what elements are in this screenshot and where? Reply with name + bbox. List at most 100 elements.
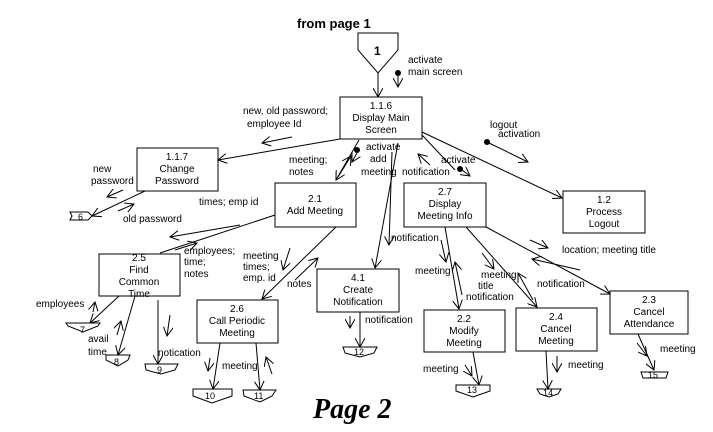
from-page-title: from page 1 [297,16,371,31]
svg-text:14: 14 [543,388,553,398]
process-1-2[interactable]: 1.2 Process Logout [562,190,646,234]
flow-line [441,239,446,262]
process-2-2[interactable]: 2.2 Modify Meeting [423,309,506,353]
offpage-connector-13: 13 [455,384,491,398]
flow-line [637,333,654,370]
control-flow-dot [395,70,401,76]
svg-text:2.7: 2.7 [438,187,452,198]
label-notification: notification [391,233,439,244]
process-2-6[interactable]: 2.6 Call Periodic Meeting [196,299,279,344]
svg-text:1.1.6: 1.1.6 [370,101,393,112]
flow-line [90,295,120,323]
process-2-7[interactable]: 2.7 Display Meeting Info [403,182,487,228]
label-activate-main-1: activate [408,55,443,66]
svg-text:11: 11 [254,391,263,401]
svg-text:Password: Password [155,176,199,187]
control-flow-dot [484,139,490,145]
label-new-old-password: new, old password; [243,106,328,117]
svg-text:Find: Find [129,265,148,276]
label-meeting: meeting [660,344,696,355]
svg-text:13: 13 [467,385,477,395]
svg-text:2.5: 2.5 [132,253,146,264]
svg-text:7: 7 [80,325,85,335]
svg-text:2.6: 2.6 [230,304,244,315]
flow-line [283,247,290,270]
flow-line [174,243,197,250]
flow-line [107,190,124,197]
process-2-5[interactable]: 2.5 Find Common Time [98,253,181,300]
svg-text:2.2: 2.2 [457,314,471,325]
label-time: time; [184,257,206,268]
svg-text:Time: Time [128,289,150,300]
svg-text:Cancel: Cancel [633,307,664,318]
label-password: password [91,176,134,187]
label-activation: activation [498,129,540,140]
label-old-password: old password [123,214,182,225]
flow-line [117,204,134,211]
offpage-connector-10: 10 [192,388,233,404]
svg-text:Display Main: Display Main [352,113,409,124]
label-notification: notification [365,315,413,326]
label-times-emp-id: times; emp id [199,197,258,208]
svg-text:Add Meeting: Add Meeting [287,206,343,217]
svg-text:Display: Display [429,199,462,210]
label-employees: employees [36,299,84,310]
flow-line [465,364,472,376]
flow-line [375,142,399,268]
flow-line [418,154,431,166]
offpage-connector-8: 8 [105,354,131,367]
flow-line [92,190,146,216]
label-add: add [370,154,387,165]
label-logout: logout [490,120,517,131]
flow-line [532,259,581,271]
label-notes: notes [184,269,208,280]
svg-text:Meeting: Meeting [538,336,574,347]
svg-text:Screen: Screen [365,125,397,136]
svg-text:15: 15 [648,370,658,380]
process-2-1[interactable]: 2.1 Add Meeting [274,182,357,228]
process-4-1[interactable]: 4.1 Create Notification [316,268,400,313]
process-1-1-6[interactable]: 1.1.6 Display Main Screen [339,96,423,140]
label-meeting: meeting; [289,155,327,166]
flow-line [636,342,647,356]
label-employee-id: employee Id [247,119,301,130]
svg-text:6: 6 [78,212,83,222]
flow-line [389,151,392,245]
process-2-3[interactable]: 2.3 Cancel Attendance [609,290,689,335]
label-employees: employees; [184,246,235,257]
svg-text:Call Periodic: Call Periodic [209,316,265,327]
svg-text:2.3: 2.3 [642,295,656,306]
label-new: new [93,164,112,175]
svg-text:Create: Create [343,285,373,296]
flow-line [262,226,337,299]
flow-line [488,142,528,162]
svg-text:Meeting: Meeting [219,328,255,339]
process-1-1-7[interactable]: 1.1.7 Change Password [136,147,219,192]
svg-text:2.1: 2.1 [308,194,322,205]
label-meeting: meeting [568,360,604,371]
label-meeting: meeting [361,167,397,178]
svg-text:Attendance: Attendance [624,319,675,330]
flow-line [481,252,494,269]
label-emp-id: emp. id [243,273,276,284]
label-meeting: meeting [415,266,451,277]
label-time: time [88,347,107,358]
offpage-connector-9: 9 [144,363,179,375]
svg-text:1: 1 [374,44,381,58]
control-flow-dot [457,166,463,172]
flow-line [529,239,548,248]
svg-text:Meeting: Meeting [446,338,482,349]
svg-text:Modify: Modify [449,326,478,337]
svg-text:Notification: Notification [333,297,382,308]
control-flow-dot [354,147,360,153]
svg-text:2.4: 2.4 [549,312,563,323]
svg-text:9: 9 [157,365,162,375]
flow-line [262,137,293,143]
offpage-connector-1: 1 [357,32,399,74]
svg-text:1.1.7: 1.1.7 [166,152,189,163]
flow-line [455,262,463,296]
flow-line [518,273,534,301]
process-2-4[interactable]: 2.4 Cancel Meeting [515,307,598,352]
svg-text:4.1: 4.1 [351,273,365,284]
label-avail: avail [88,334,109,345]
